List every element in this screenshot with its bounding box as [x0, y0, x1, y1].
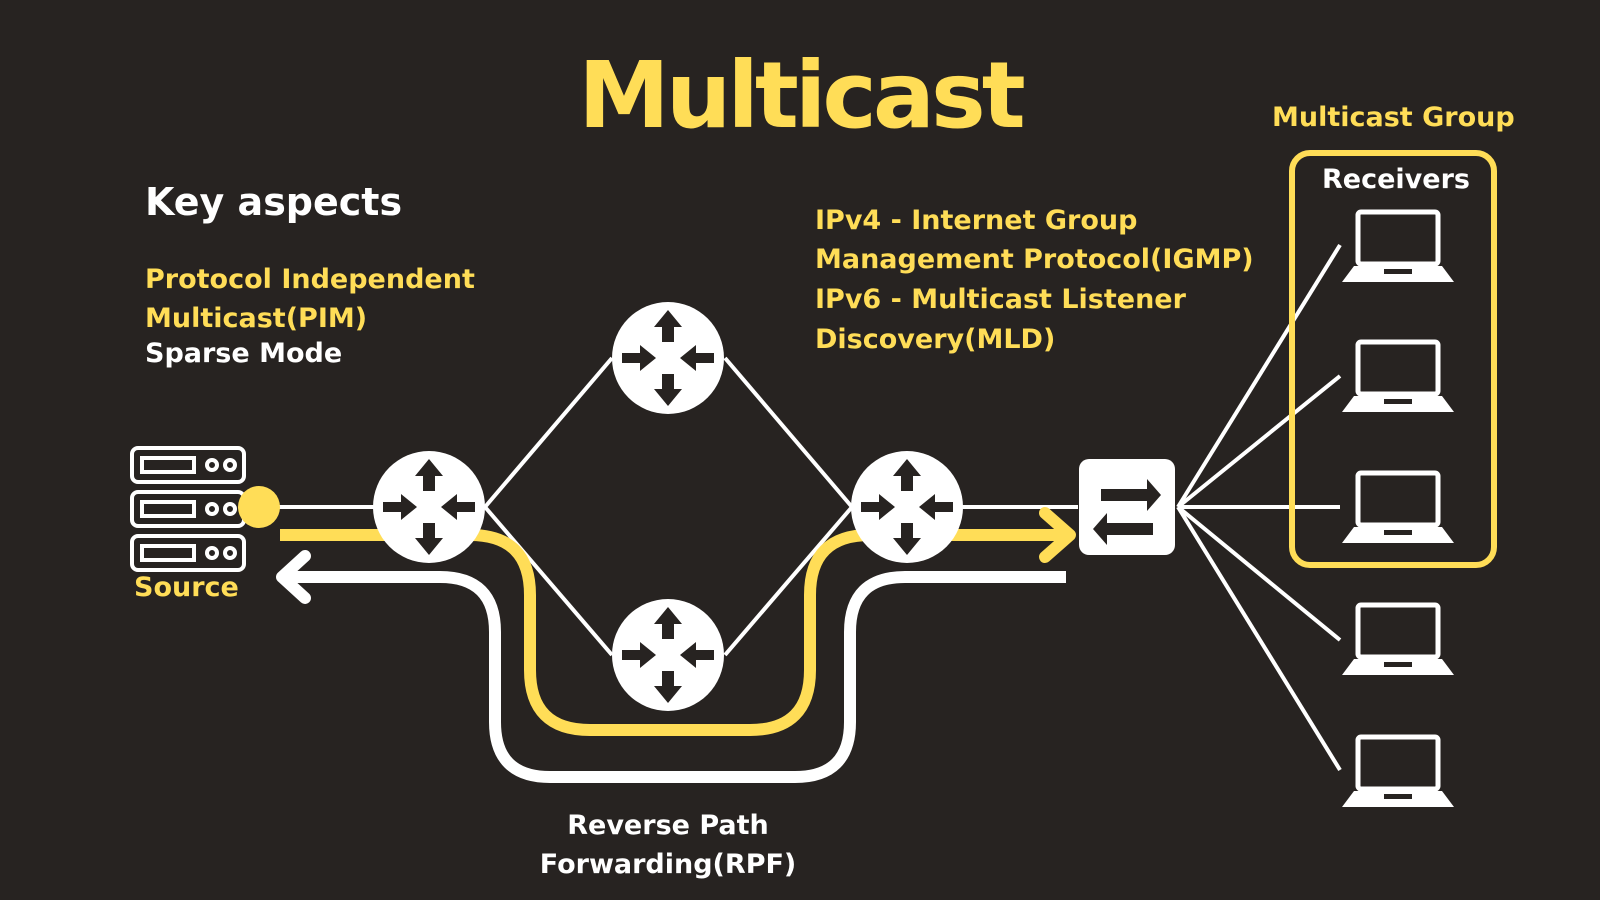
mld-label-line2: Discovery(MLD)	[815, 324, 1056, 355]
rpf-label-line1: Reverse Path	[567, 810, 769, 841]
router-icon	[612, 599, 724, 711]
mld-label-line1: IPv6 - Multicast Listener	[815, 284, 1186, 315]
pim-label-line2: Multicast(PIM)	[145, 303, 368, 334]
igmp-label-line2: Management Protocol(IGMP)	[815, 244, 1254, 275]
laptop-icon	[1342, 473, 1454, 543]
pim-mode-label: Sparse Mode	[145, 338, 343, 369]
laptop-icon	[1342, 737, 1454, 807]
multicast-group-box	[1289, 150, 1497, 568]
page-title: Multicast	[578, 42, 1025, 149]
router-icon	[373, 451, 485, 563]
rpf-path	[276, 550, 1066, 783]
laptop-icon	[1342, 342, 1454, 412]
multicast-forwarding-path	[280, 507, 1076, 736]
server-rack-icon	[130, 446, 246, 572]
network-links	[268, 243, 1342, 772]
igmp-label-line1: IPv4 - Internet Group	[815, 205, 1138, 236]
rpf-label-line2: Forwarding(RPF)	[539, 849, 797, 880]
pim-label-line1: Protocol Independent	[145, 264, 475, 295]
switch-icon	[1079, 459, 1175, 555]
source-label: Source	[134, 572, 239, 603]
source-dot	[238, 486, 280, 528]
router-icon	[612, 302, 724, 414]
multicast-group-label: Multicast Group	[1272, 102, 1515, 133]
laptop-icon	[1342, 605, 1454, 675]
laptop-icon	[1342, 212, 1454, 282]
router-icon	[851, 451, 963, 563]
receivers-label: Receivers	[1322, 164, 1470, 195]
key-aspects-heading: Key aspects	[145, 180, 403, 224]
